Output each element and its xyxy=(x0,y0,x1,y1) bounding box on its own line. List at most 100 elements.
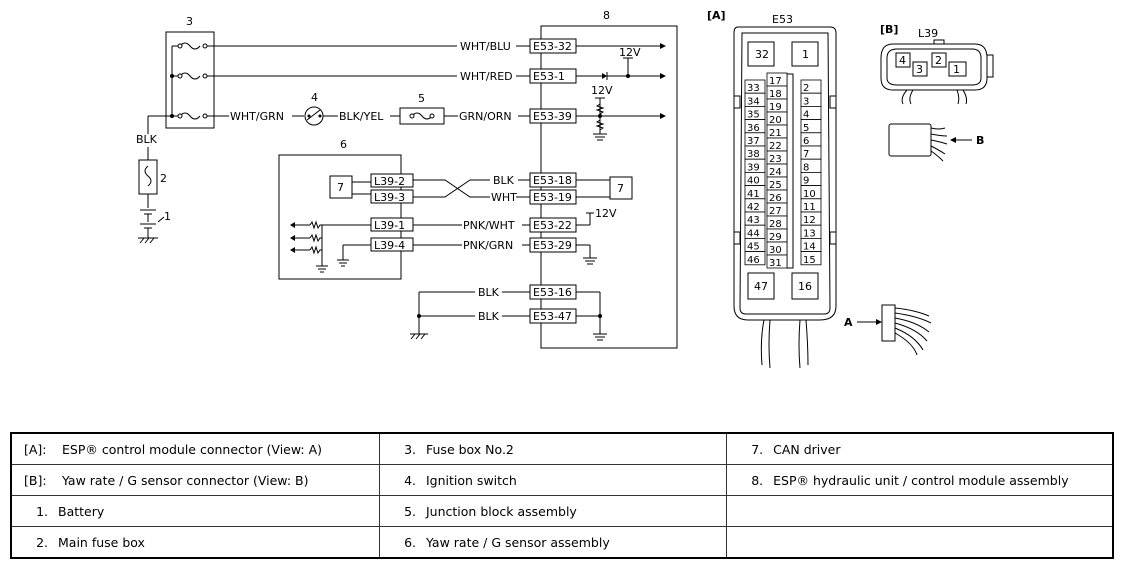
svg-text:E53-18: E53-18 xyxy=(533,174,572,187)
svg-text:1: 1 xyxy=(164,210,171,223)
view-b-tag: [B] xyxy=(880,23,898,36)
e53-pin-16 xyxy=(791,272,819,300)
svg-text:47: 47 xyxy=(754,280,768,293)
legend-text: CAN driver xyxy=(773,441,841,457)
e53-pin-label: 42 xyxy=(747,202,760,213)
e53-pin-label: 36 xyxy=(747,123,760,134)
e53-pin-label: 24 xyxy=(769,167,782,178)
e53-pin-label: 15 xyxy=(803,255,816,266)
e53-pin-label: 12 xyxy=(803,215,816,226)
l39-connector-face: 4 3 2 1 xyxy=(880,39,994,91)
e53-pin-label: 2 xyxy=(803,83,809,94)
e53-pin-label: 39 xyxy=(747,162,760,173)
wiring-diagram: 3 BLK 2 1 WHT/BLU WHT/RED xyxy=(136,9,994,369)
e53-pin-label: 9 xyxy=(803,176,809,187)
svg-text:L39-1: L39-1 xyxy=(374,219,405,232)
e53-pin-1 xyxy=(791,41,819,67)
wire-blk-47: BLK xyxy=(478,310,500,323)
legend-cell: [A]: ESP® control module connector (View:… xyxy=(10,432,380,465)
legend-cell xyxy=(726,495,1115,527)
legend-row: [B]:Yaw rate / G sensor connector (View:… xyxy=(10,464,1115,496)
svg-text:E53-22: E53-22 xyxy=(533,219,572,232)
legend-key: 5. xyxy=(404,503,416,519)
e53-pin-label: 3 xyxy=(803,96,809,107)
volt-12v-2: 12V xyxy=(591,84,613,97)
label-8: 8 xyxy=(603,9,610,22)
e53-connector-side xyxy=(881,304,932,356)
svg-text:4: 4 xyxy=(899,54,906,67)
svg-text:2: 2 xyxy=(160,172,167,185)
legend-text xyxy=(763,504,773,519)
wire-wht-red: WHT/RED xyxy=(460,70,513,83)
wire-pnk-grn: PNK/GRN xyxy=(463,239,513,252)
legend-key: 8. xyxy=(751,472,764,488)
svg-text:7: 7 xyxy=(337,181,344,194)
legend-row: 2. Main fuse box 6.Yaw rate / G sensor ass… xyxy=(10,526,1115,559)
legend-key: 6. xyxy=(404,534,416,550)
legend-text: ESP® control module connector (View: A) xyxy=(62,441,323,457)
e53-pin-label: 8 xyxy=(803,162,809,173)
e53-pin-label: 44 xyxy=(747,228,760,239)
wire-blk-16: BLK xyxy=(478,286,500,299)
legend-table: [A]: ESP® control module connector (View:… xyxy=(10,432,1115,559)
legend-text: Junction block assembly xyxy=(426,503,577,519)
svg-text:L39-2: L39-2 xyxy=(374,175,405,188)
e53-pin-label: 31 xyxy=(769,258,782,269)
e53-pin-label: 33 xyxy=(747,83,760,94)
wire-grn-orn: GRN/ORN xyxy=(459,110,512,123)
legend-cell: 2. Main fuse box xyxy=(10,526,380,559)
wire-wht-blu: WHT/BLU xyxy=(460,40,511,53)
e53-pin-32 xyxy=(747,41,775,67)
svg-text:5: 5 xyxy=(418,92,425,105)
fuse-box-no2: 3 xyxy=(148,15,215,129)
wire-blk-fuse: BLK xyxy=(136,133,158,146)
legend-key: 2. xyxy=(36,534,48,550)
ignition-switch: 4 xyxy=(304,91,324,126)
e53-pin-label: 40 xyxy=(747,176,760,187)
legend-key: 7. xyxy=(751,441,764,457)
e53-pin-label: 26 xyxy=(769,193,782,204)
junction-block: 5 xyxy=(399,92,445,125)
e53-pin-label: 23 xyxy=(769,154,782,165)
legend-text: Yaw rate / G sensor connector (View: B) xyxy=(62,472,309,488)
legend-cell xyxy=(726,526,1115,559)
l39-connector-side xyxy=(888,123,948,162)
e53-pin-label: 21 xyxy=(769,128,782,139)
e53-pin-label: 11 xyxy=(803,202,816,213)
legend-text: Fuse box No.2 xyxy=(426,441,514,457)
e53-pin-label: 4 xyxy=(803,110,809,121)
legend-text xyxy=(763,535,773,550)
svg-text:E53-39: E53-39 xyxy=(533,110,572,123)
svg-text:1: 1 xyxy=(802,48,809,61)
legend-key: [A]: xyxy=(24,441,47,457)
e53-pin-label: 20 xyxy=(769,115,782,126)
e53-pin-label: 14 xyxy=(803,242,816,253)
e53-pin-47 xyxy=(747,272,775,300)
wire-pnk-wht: PNK/WHT xyxy=(463,219,515,232)
e53-pin-31 xyxy=(766,254,788,269)
e53-pin-label: 29 xyxy=(769,232,782,243)
svg-text:L39-3: L39-3 xyxy=(374,191,405,204)
legend-cell: 8.ESP® hydraulic unit / control module a… xyxy=(726,464,1115,496)
svg-text:32: 32 xyxy=(755,48,769,61)
e53-pin-label: 7 xyxy=(803,149,809,160)
legend-cell: 4.Ignition switch xyxy=(378,464,728,496)
can-driver-right xyxy=(609,176,633,200)
legend-cell: 6.Yaw rate / G sensor assembly xyxy=(378,526,728,559)
legend-key: 4. xyxy=(404,472,416,488)
svg-text:E53-47: E53-47 xyxy=(533,310,572,323)
can-driver-left xyxy=(329,175,353,199)
wire-blk: BLK xyxy=(493,174,515,187)
e53-pin-label: 38 xyxy=(747,149,760,160)
legend-text: Battery xyxy=(58,503,105,519)
svg-text:L39-4: L39-4 xyxy=(374,239,405,252)
wire-wht: WHT xyxy=(491,191,517,204)
e53-pin-label: 37 xyxy=(747,136,760,147)
e53-pin-label: 45 xyxy=(747,242,760,253)
legend-text: Main fuse box xyxy=(58,534,145,550)
label-3: 3 xyxy=(186,15,193,28)
e53-pin-label: 43 xyxy=(747,215,760,226)
e53-pin-label: 13 xyxy=(803,228,816,239)
e53-pin-label: 34 xyxy=(747,96,760,107)
legend-row: [A]: ESP® control module connector (View:… xyxy=(10,432,1115,465)
